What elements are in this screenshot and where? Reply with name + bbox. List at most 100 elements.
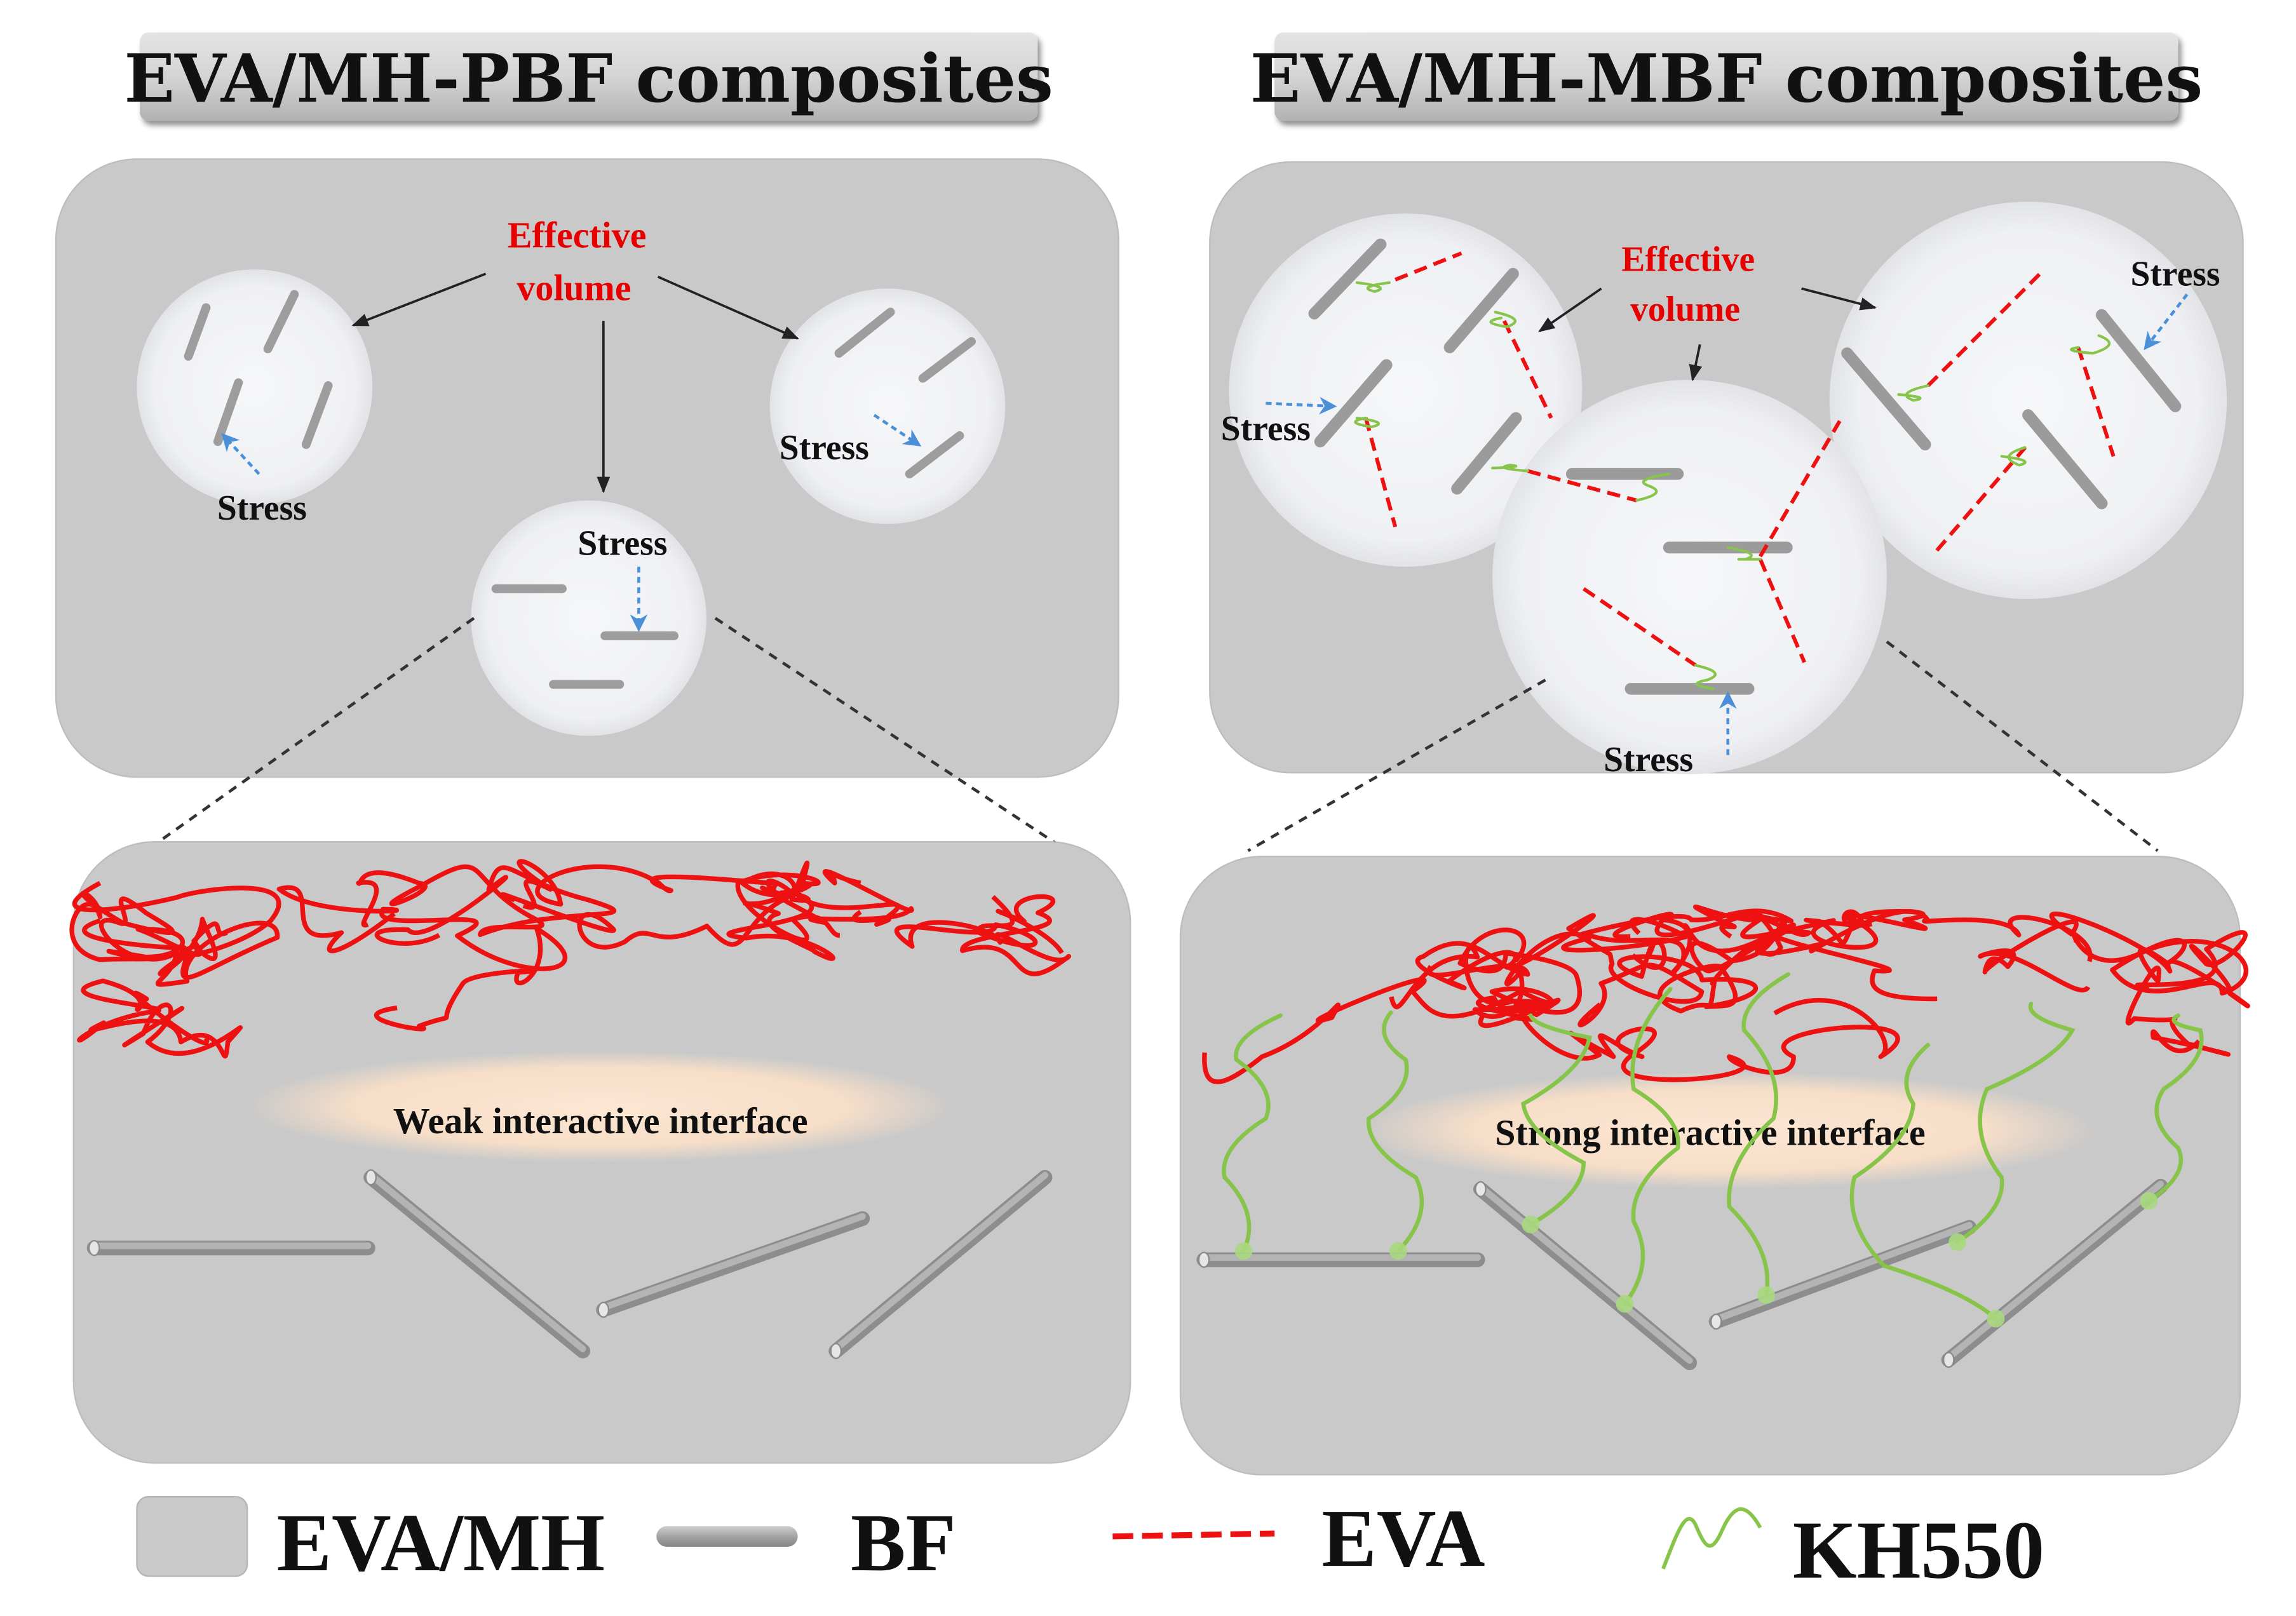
eva-dashed-chain (1363, 417, 1398, 528)
eva-chain (276, 885, 567, 1032)
eva-chain (726, 872, 901, 961)
fiber-end (1710, 1313, 1722, 1330)
fiber-end (597, 1302, 610, 1318)
stress-label: Stress (780, 428, 869, 468)
legend-item-bf: BF (656, 1497, 956, 1589)
kh550-chain (1955, 1001, 2076, 1244)
effective-volume-circle-2 (769, 288, 1006, 524)
kh550-chain (2000, 446, 2027, 467)
eva-chain (1577, 908, 1812, 976)
kh550-chain (1521, 1013, 1592, 1227)
fiber-end (88, 1239, 100, 1256)
kh550-anchor (1234, 1242, 1253, 1260)
kh550-chain (2147, 1013, 2204, 1203)
effective-volume-label-line1: Effective (508, 214, 647, 255)
fiber-rod (1308, 238, 1387, 320)
eva-chain (72, 880, 281, 987)
eva-dashed-chain (1394, 251, 1462, 282)
kh550-chain (1367, 1010, 1424, 1253)
fiber-highlight (1713, 1222, 1973, 1323)
zoom-line (1247, 678, 1546, 852)
eva-chain (500, 860, 813, 950)
basalt-fibers (86, 1169, 1053, 1359)
eva-chain (356, 864, 617, 946)
kh550-chain (1849, 1042, 1998, 1321)
interface-glow (247, 1051, 954, 1163)
stress-label: Stress (217, 488, 307, 528)
kh550-chain (1694, 664, 1717, 690)
eva-chain (1689, 909, 2093, 1002)
eva-chain (69, 891, 228, 962)
effective-volume-label-line2: volume (517, 267, 631, 309)
fiber-end (1943, 1352, 1955, 1368)
pointer-arrow (1689, 344, 1703, 382)
eva-chain (2072, 934, 2248, 1057)
kh550-chain (1623, 986, 1680, 1306)
kh550-anchor (2140, 1192, 2158, 1210)
eva-dashed-chain (1527, 469, 1637, 502)
stress-arrow (2144, 293, 2189, 351)
fiber-group (491, 584, 679, 689)
pointer-arrow (657, 275, 800, 340)
effective-volume-circle-3 (471, 500, 706, 736)
eva-chain (77, 978, 243, 1059)
legend-item-eva: EVA (1112, 1493, 1485, 1584)
fiber-rod (2022, 409, 2108, 509)
pointer-arrow (1538, 287, 1602, 332)
fiber-highlight (367, 1171, 586, 1352)
legend-item-kh550: KH550 (1661, 1505, 2044, 1596)
eva-chain (1389, 917, 1689, 1022)
kh550-anchor (1616, 1295, 1634, 1313)
kh550-anchor (1522, 1215, 1540, 1234)
fiber-highlight (1477, 1183, 1693, 1364)
fiber-rod (1451, 412, 1522, 495)
eva-chain-network (1202, 905, 2250, 1084)
left-title-text: EVA/MH-PBF composites (124, 39, 1053, 118)
right-title-box (1274, 32, 2178, 121)
stress-label: Stress (2131, 255, 2220, 294)
effective-volume-circle-2 (1829, 201, 2227, 600)
legend-label: EVA (1321, 1493, 1485, 1584)
legend-swatch-matrix (136, 1496, 248, 1577)
basalt-fibers (1196, 1178, 2168, 1370)
eva-chain-network (69, 859, 1072, 1059)
kh550-anchor (1757, 1286, 1775, 1304)
fiber-rod (1841, 347, 1931, 451)
eva-dashed-chains (1363, 251, 2116, 667)
fiber-highlight (1945, 1180, 2164, 1361)
stress-arrow (873, 414, 922, 447)
kh550-anchor (1948, 1233, 1967, 1251)
fiber-group (184, 290, 333, 449)
fiber-rod (2095, 309, 2182, 412)
kh550-chain (1489, 311, 1516, 328)
kh550-chain (1635, 473, 1671, 502)
effective-volume-label-line1: Effective (1621, 239, 1755, 279)
eva-chain (895, 894, 1072, 976)
eva-dashed-chain (1583, 587, 1697, 667)
eva-chain (1415, 913, 1705, 1028)
legend-label: BF (851, 1497, 956, 1589)
left-title-box (140, 32, 1038, 121)
effective-volume-circle-1 (137, 269, 373, 505)
stress-label: Stress (577, 524, 667, 563)
eva-dashed-chain (2076, 346, 2116, 457)
right-title: EVA/MH-MBF composites (1250, 32, 2203, 121)
fiber-group (1308, 238, 2182, 695)
fiber-highlight (832, 1171, 1049, 1352)
left-bottom-panel: Weak interactive interface (69, 841, 1131, 1464)
effective-volume-label-line2: volume (1630, 290, 1740, 329)
kh550-chain (1355, 281, 1391, 293)
fiber-end (365, 1169, 377, 1186)
kh550-chains (1222, 972, 2204, 1328)
interface-label: Weak interactive interface (393, 1100, 808, 1141)
eva-dashed-chain (1758, 558, 1807, 663)
kh550-chain (2070, 334, 2111, 355)
fiber-highlight (600, 1213, 866, 1311)
interface-label: Strong interactive interface (1495, 1112, 1926, 1154)
kh550-chain (1726, 546, 1762, 561)
legend-label: KH550 (1793, 1505, 2044, 1596)
kh550-anchor (1987, 1309, 2005, 1328)
stress-arrow (1266, 396, 1337, 415)
kh550-chain (1222, 1013, 1283, 1253)
